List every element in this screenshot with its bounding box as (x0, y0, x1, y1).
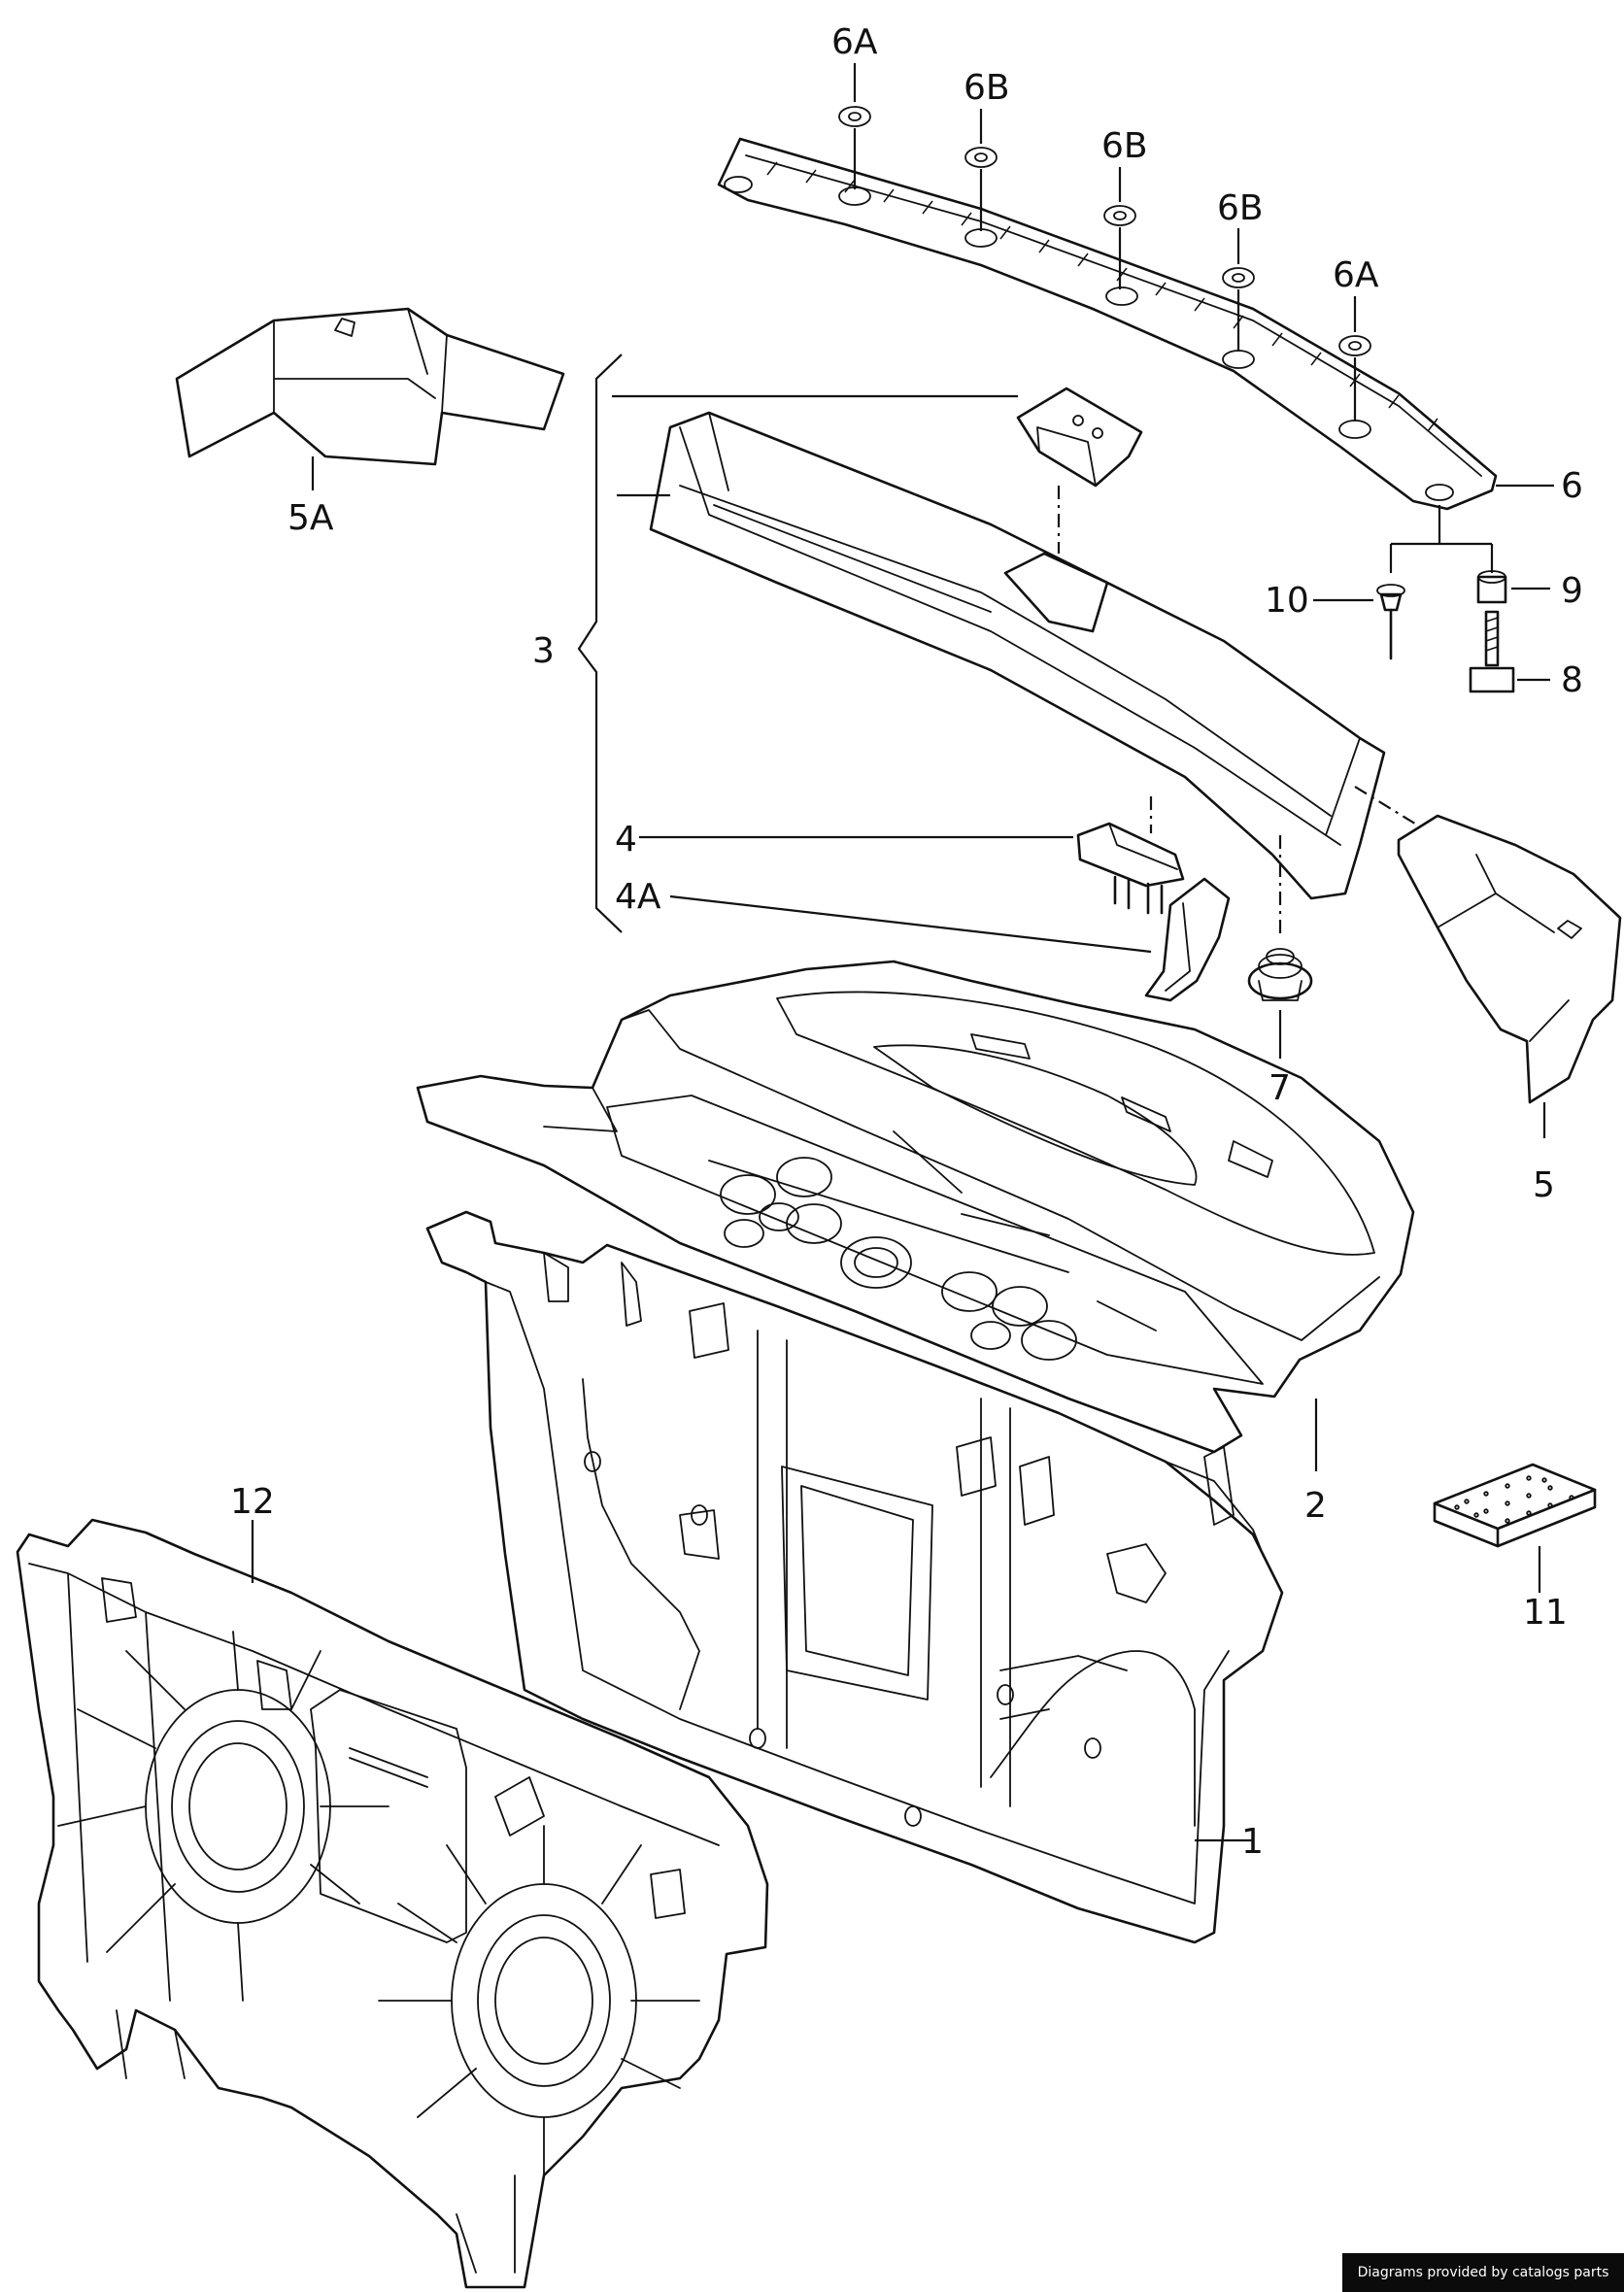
callout-6a-left: 6A (831, 22, 878, 62)
callout-labels: 1 2 3 4 4A 5 5A 6 6A 6B 6B 6B 6A 7 8 9 1… (230, 22, 1583, 1862)
callout-1: 1 (1241, 1822, 1264, 1862)
callout-2: 2 (1304, 1486, 1327, 1526)
part-12-mat (16, 1518, 769, 2289)
callout-4a: 4A (615, 877, 661, 917)
callout-9: 9 (1561, 571, 1583, 611)
washers-6a-6b (838, 63, 1371, 421)
callout-6a-right: 6A (1333, 255, 1379, 295)
credit-badge: Diagrams provided by catalogs parts (1342, 2253, 1624, 2292)
callout-5: 5 (1533, 1165, 1555, 1205)
fasteners-8-9-10 (1313, 505, 1550, 693)
callout-4: 4 (615, 820, 637, 860)
part-11-pad (1433, 1463, 1597, 1593)
callout-6b-3: 6B (1217, 188, 1264, 228)
part-6-strip (717, 137, 1498, 511)
part-5a-bracket (175, 307, 565, 490)
part-1-rear-panel (425, 1210, 1284, 1944)
part-7-clip (1247, 948, 1313, 1059)
part-4-bracket (639, 822, 1185, 915)
callout-12: 12 (230, 1482, 275, 1522)
brace-3 (577, 354, 623, 933)
part-4a-bracket (669, 877, 1231, 1002)
callout-5a: 5A (288, 498, 334, 538)
callout-3: 3 (532, 631, 555, 671)
callout-6: 6 (1561, 466, 1583, 506)
part-3-crossmember (612, 387, 1419, 937)
callout-6b-1: 6B (964, 68, 1010, 108)
callout-8: 8 (1561, 660, 1583, 700)
callout-7: 7 (1269, 1068, 1291, 1108)
part-5-bracket (1397, 814, 1622, 1138)
callout-6b-2: 6B (1101, 126, 1148, 166)
callout-10: 10 (1265, 581, 1309, 621)
callout-11: 11 (1523, 1593, 1568, 1633)
part-2-parcel-shelf (416, 960, 1415, 1471)
